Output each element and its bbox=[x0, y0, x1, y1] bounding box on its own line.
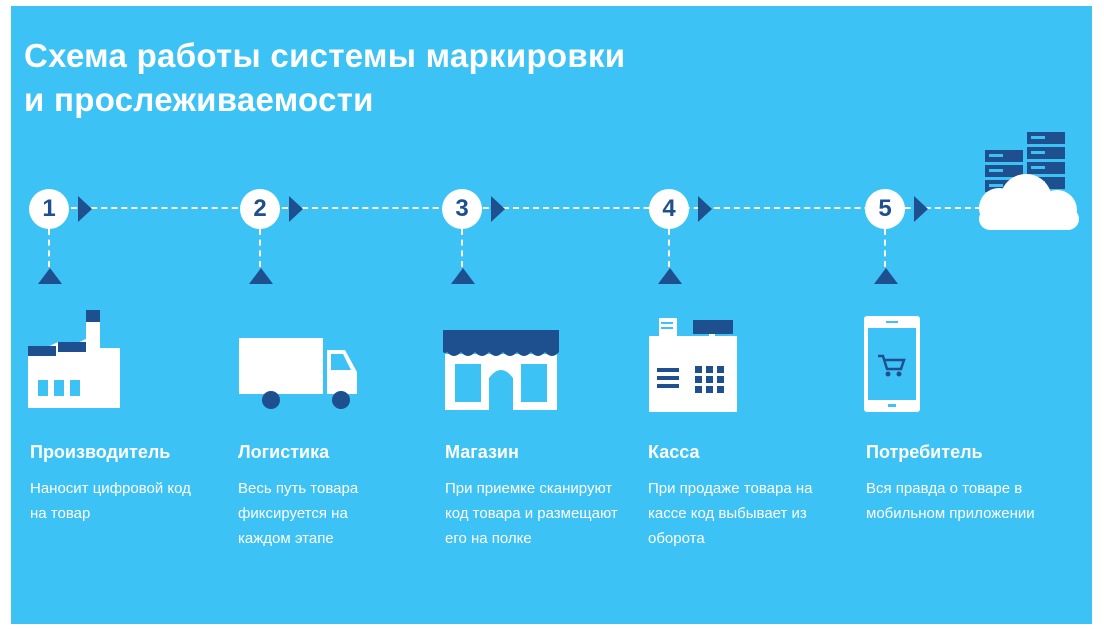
step-5-description: Вся правда о товаре в мобильном приложен… bbox=[866, 480, 1035, 522]
step-4-description: При продаже товара на кассе код выбывает… bbox=[648, 480, 813, 547]
step-1-arrow bbox=[78, 196, 92, 222]
step-5-arrow bbox=[914, 196, 928, 222]
step-4-pointer bbox=[658, 268, 682, 284]
step-1-connector bbox=[48, 229, 50, 267]
step-1-marker: 1 bbox=[29, 189, 69, 229]
step-3-label: Магазин bbox=[445, 442, 519, 462]
step-3-connector bbox=[461, 229, 463, 267]
step-2-description: Весь путь товара фиксируется на каждом э… bbox=[238, 480, 359, 547]
step-5-marker: 5 bbox=[865, 189, 905, 229]
diagram-panel: Схема работы системы маркировки и просле… bbox=[11, 6, 1092, 624]
step-4-label: Касса bbox=[648, 442, 700, 462]
title-line-1: Схема работы системы маркировки bbox=[24, 37, 626, 74]
timeline-line bbox=[51, 207, 991, 209]
truck-icon bbox=[239, 338, 357, 409]
step-2-connector bbox=[259, 229, 261, 267]
step-2-marker: 2 bbox=[240, 189, 280, 229]
step-3-arrow bbox=[491, 196, 505, 222]
step-5-connector bbox=[884, 229, 886, 267]
smartphone-cart-icon bbox=[864, 316, 920, 412]
cloud-server-icon bbox=[979, 132, 1079, 230]
step-2-arrow bbox=[289, 196, 303, 222]
diagram-title: Схема работы системы маркировки и просле… bbox=[24, 34, 625, 122]
step-3-pointer bbox=[451, 268, 475, 284]
title-line-2: и прослеживаемости bbox=[24, 81, 374, 118]
step-5-pointer bbox=[874, 268, 898, 284]
step-4-marker: 4 bbox=[649, 189, 689, 229]
store-icon bbox=[443, 330, 559, 410]
step-4-connector bbox=[668, 229, 670, 267]
step-5-label: Потребитель bbox=[866, 442, 983, 462]
step-2-pointer bbox=[249, 268, 273, 284]
cash-register-icon bbox=[649, 318, 737, 412]
step-1-label: Производитель bbox=[30, 442, 171, 462]
step-1-description: Наносит цифровой код на товар bbox=[30, 480, 191, 522]
step-3-description: При приемке сканируют код товара и разме… bbox=[445, 480, 618, 547]
step-3-marker: 3 bbox=[442, 189, 482, 229]
step-1-pointer bbox=[38, 268, 62, 284]
factory-icon bbox=[28, 310, 120, 408]
step-2-label: Логистика bbox=[238, 442, 330, 462]
step-4-arrow bbox=[698, 196, 712, 222]
